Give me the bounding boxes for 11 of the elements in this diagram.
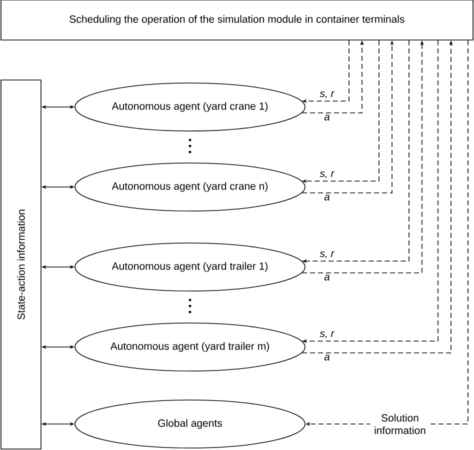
edge-label: a <box>324 354 330 360</box>
edge-label: s, r <box>320 251 335 258</box>
title-box: Scheduling the operation of the simulation module in container terminals <box>0 0 474 40</box>
edge-label: a <box>324 114 330 120</box>
edge-label: a <box>324 194 330 200</box>
edge-label: s, r <box>320 171 335 178</box>
edge-label: a <box>324 274 330 280</box>
edge-label: s, r <box>320 331 335 338</box>
edge-label: s, r <box>320 91 335 98</box>
edge-label: Solution information <box>370 412 430 436</box>
side-box: State-action information <box>0 80 42 450</box>
